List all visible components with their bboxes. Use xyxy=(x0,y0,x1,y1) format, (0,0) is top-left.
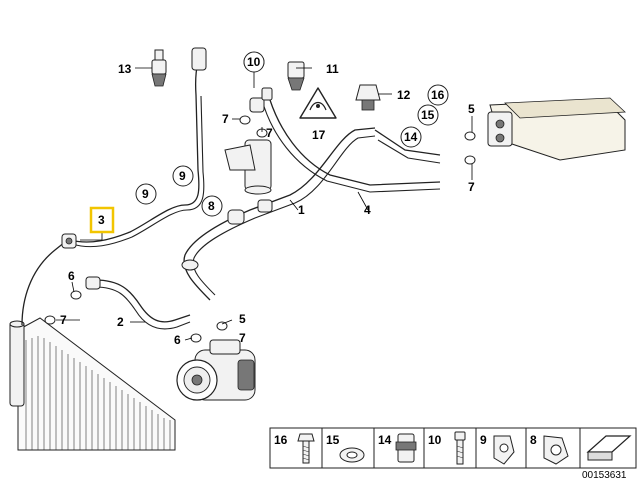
sensor-12 xyxy=(355,84,381,111)
callout-5-bottom: 5 xyxy=(239,312,246,326)
diagram-code: 00153631 xyxy=(582,470,627,480)
callout-13: 13 xyxy=(118,62,132,76)
screw-icon xyxy=(454,431,466,465)
callout-6-bottom: 6 xyxy=(174,333,181,347)
legend-strip: 16 15 14 10 9 8 xyxy=(269,427,637,480)
condenser xyxy=(9,317,176,451)
callout-10: 10 xyxy=(247,55,261,69)
compressor xyxy=(176,339,256,401)
leader-lines xyxy=(56,67,473,341)
legend-number: 9 xyxy=(480,433,487,447)
legend-number: 14 xyxy=(378,433,392,447)
callout-labels: 13 10 11 17 12 16 15 14 5 7 7 7 9 9 8 1 … xyxy=(60,51,475,347)
sensor-11 xyxy=(287,61,305,91)
callout-7-a: 7 xyxy=(222,112,229,126)
pipe-2 xyxy=(85,276,191,330)
evaporator xyxy=(487,97,626,161)
pipe-clip-icon xyxy=(493,435,515,465)
pipe-4 xyxy=(261,99,441,193)
callout-7-d: 7 xyxy=(239,331,246,345)
callout-7-right: 7 xyxy=(468,180,475,194)
callout-3: 3 xyxy=(98,213,105,227)
callout-7-b: 7 xyxy=(266,126,273,140)
callout-12: 12 xyxy=(397,88,411,102)
callout-6-left: 6 xyxy=(68,269,75,283)
legend-number: 10 xyxy=(428,433,442,447)
callout-14: 14 xyxy=(404,130,418,144)
callout-1: 1 xyxy=(298,203,305,217)
callout-8: 8 xyxy=(208,199,215,213)
callout-9-b: 9 xyxy=(142,187,149,201)
callout-2: 2 xyxy=(117,315,124,329)
callout-16: 16 xyxy=(431,88,445,102)
legend-number: 16 xyxy=(274,433,288,447)
callout-5-top: 5 xyxy=(468,102,475,116)
pipe-1 xyxy=(181,127,441,301)
washer-icon xyxy=(339,447,365,463)
callout-17: 17 xyxy=(312,128,326,142)
bracket-icon xyxy=(543,435,569,465)
seal-rings xyxy=(44,115,476,343)
warning-triangle xyxy=(299,87,337,119)
callout-4: 4 xyxy=(364,203,371,217)
callout-9-a: 9 xyxy=(179,169,186,183)
bolt-icon xyxy=(297,433,315,464)
arrow-icon xyxy=(586,435,632,461)
sleeve-nut-icon xyxy=(395,433,417,463)
sensor-13 xyxy=(151,49,167,87)
pipe-3 xyxy=(21,61,205,326)
receiver-drier xyxy=(224,52,273,195)
legend-number: 8 xyxy=(530,433,537,447)
callout-11: 11 xyxy=(326,62,339,76)
fitting-13-top xyxy=(191,47,207,71)
callout-15: 15 xyxy=(421,108,435,122)
callout-3-highlight xyxy=(89,206,115,234)
legend-number: 15 xyxy=(326,433,340,447)
callout-7-c: 7 xyxy=(60,313,67,327)
